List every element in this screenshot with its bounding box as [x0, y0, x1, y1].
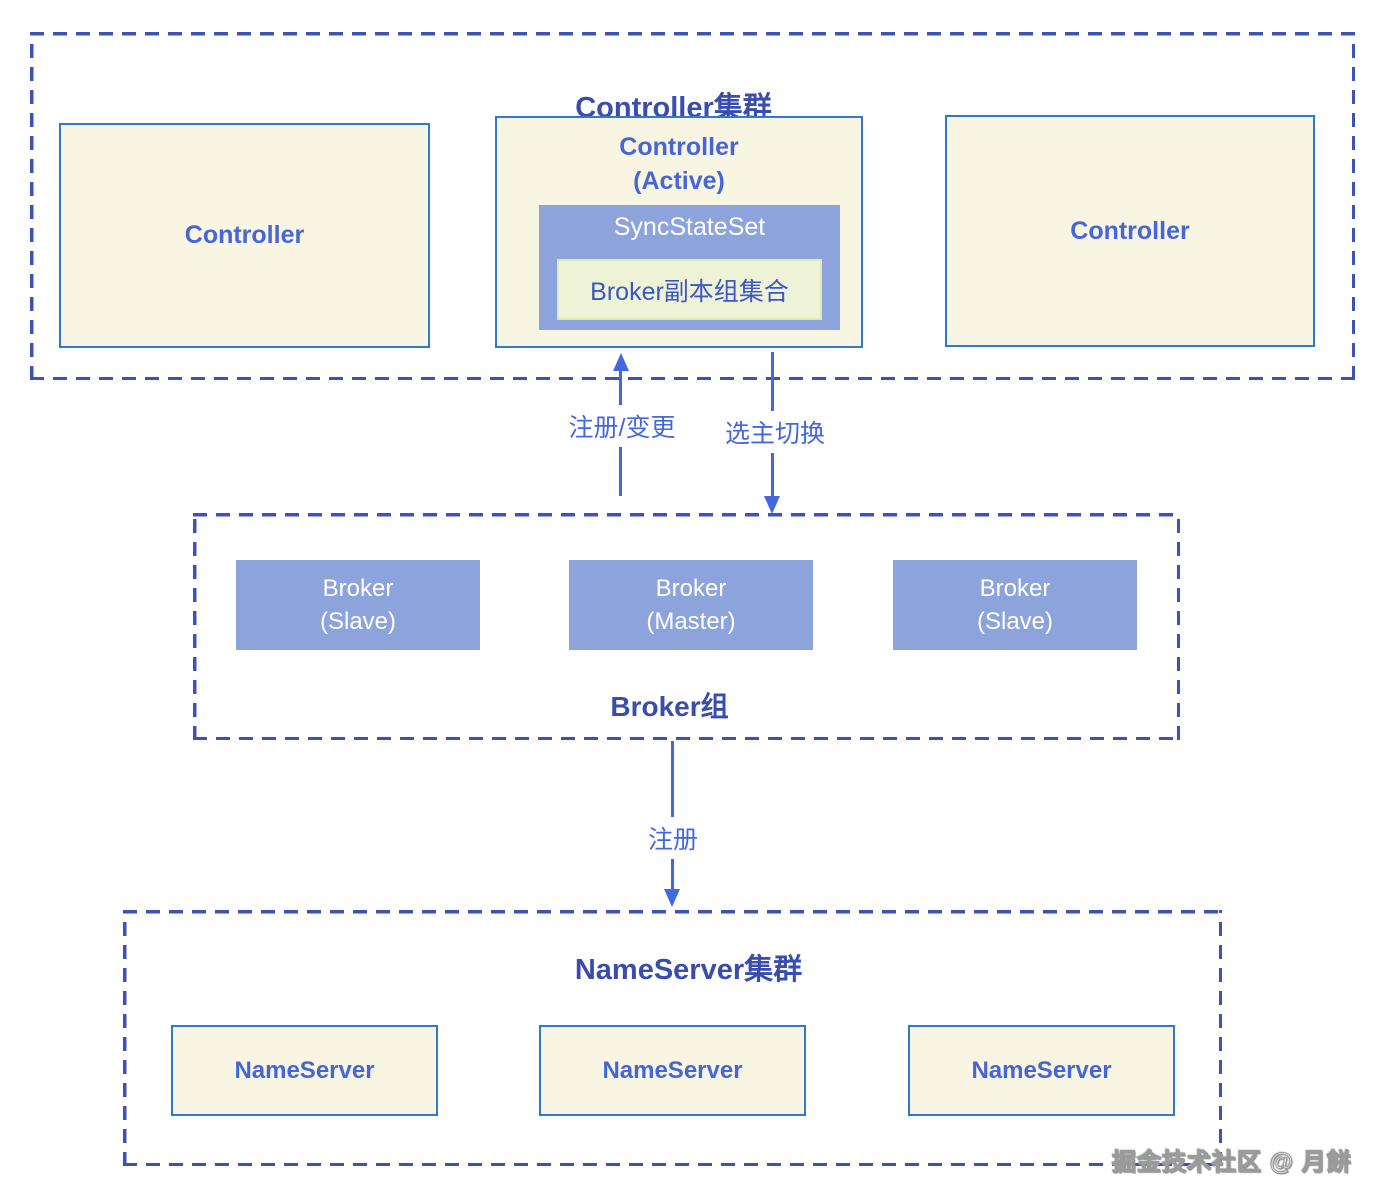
sync-state-set-box: SyncStateSet Broker副本组集合	[539, 205, 840, 330]
nameserver-box-3: NameServer	[908, 1025, 1175, 1116]
broker-label-line2: (Master)	[646, 608, 736, 635]
controller-cluster-box: Controller集群 Controller Controller (Acti…	[30, 32, 1355, 380]
controller-left-label: Controller	[184, 221, 305, 249]
controller-active-title: Controller (Active)	[497, 118, 861, 198]
controller-right-box: Controller	[945, 115, 1315, 347]
controller-active-title-line2: (Active)	[633, 167, 725, 195]
controller-left-box: Controller	[59, 123, 430, 348]
nameserver-cluster-title: NameServer集群	[574, 954, 803, 986]
broker-replica-set-box: Broker副本组集合	[557, 259, 822, 320]
broker-group-box: Broker (Slave) Broker (Master) Broker (S…	[193, 513, 1180, 740]
watermark: 掘金技术社区 @ 月餅	[1111, 1148, 1352, 1176]
broker-slave-right-box: Broker (Slave)	[893, 560, 1137, 650]
broker-master-box: Broker (Master)	[569, 560, 813, 650]
broker-label-line1: Broker	[979, 575, 1051, 602]
leader-switch-arrow-label: 选主切换	[719, 411, 831, 453]
broker-label-line1: Broker	[322, 575, 394, 602]
sync-state-set-label: SyncStateSet	[613, 213, 766, 241]
broker-group-title: Broker组	[610, 691, 729, 722]
nameserver-label: NameServer	[234, 1056, 375, 1084]
register-arrow-line	[671, 741, 674, 891]
nameserver-box-1: NameServer	[171, 1025, 438, 1116]
register-change-arrow-label: 注册/变更	[563, 405, 681, 447]
register-arrow-label: 注册	[642, 817, 704, 859]
leader-switch-arrowhead-icon	[764, 496, 780, 514]
controller-active-title-line1: Controller	[619, 133, 739, 161]
broker-slave-left-box: Broker (Slave)	[236, 560, 480, 650]
nameserver-label: NameServer	[602, 1056, 743, 1084]
register-change-arrowhead-icon	[613, 353, 629, 371]
nameserver-box-2: NameServer	[539, 1025, 806, 1116]
controller-right-label: Controller	[1070, 216, 1190, 245]
nameserver-cluster-box: NameServer集群 NameServer NameServer NameS…	[123, 910, 1222, 1166]
register-arrowhead-icon	[664, 889, 680, 907]
broker-label-line2: (Slave)	[976, 608, 1054, 635]
controller-active-box: Controller (Active) SyncStateSet Broker副…	[495, 116, 863, 348]
nameserver-label: NameServer	[971, 1056, 1112, 1084]
broker-label-line1: Broker	[655, 575, 727, 602]
broker-label-line2: (Slave)	[319, 608, 397, 635]
